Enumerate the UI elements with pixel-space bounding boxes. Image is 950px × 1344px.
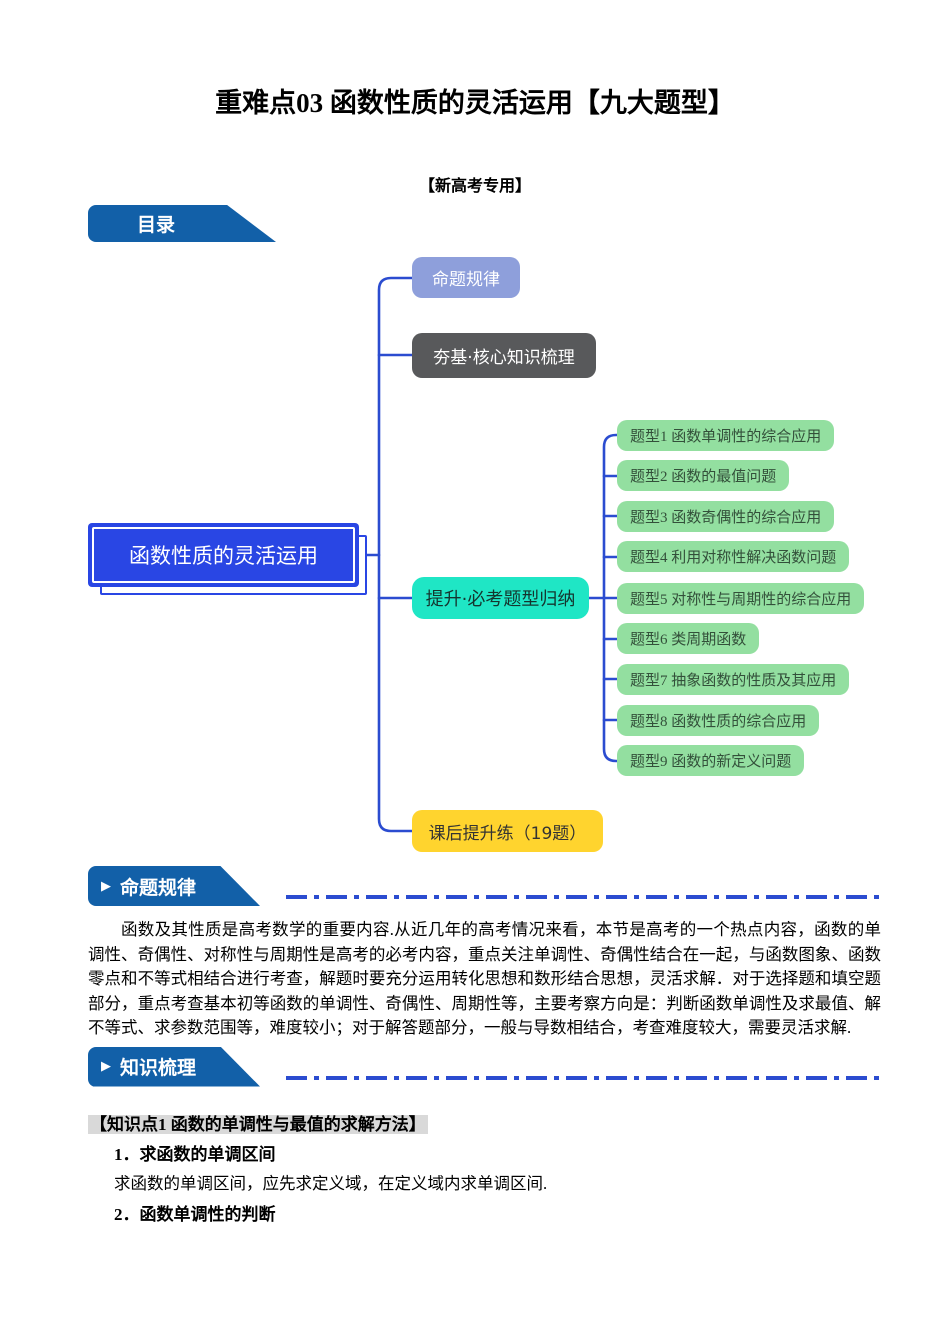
topic-node-2: 题型2 函数的最值问题 [617,460,790,491]
branch-node-hengji-knowledge: 夯基·核心知识梳理 [412,333,596,378]
topic-node-6: 题型6 类周期函数 [617,623,760,654]
branch-node-kehou-practice: 课后提升练（19题） [412,810,603,852]
section-label: 命题规律 [120,876,197,899]
topic-node-3: 题型3 函数奇偶性的综合应用 [617,501,835,532]
dash-dot-divider [286,895,881,899]
dash-dot-divider [286,1075,881,1080]
section-banner: ▶ 知识梳理 [88,1046,260,1087]
section-header-mingti-guilv: ▶ 命题规律 [88,866,881,906]
play-triangle-icon: ▶ [101,878,111,894]
topic-node-7: 题型7 抽象函数的性质及其应用 [617,664,850,695]
topic-node-9: 题型9 函数的新定义问题 [617,745,805,776]
topic-node-5: 题型5 对称性与周期性的综合应用 [617,583,865,614]
topic-node-1: 题型1 函数单调性的综合应用 [617,420,835,451]
knowledge-point-title: 【知识点1 函数的单调性与最值的求解方法】 [88,1113,881,1136]
section-label: 知识梳理 [120,1057,197,1079]
branch-node-mingti-guilv: 命题规律 [412,257,520,298]
section-banner: ▶ 命题规律 [88,866,260,906]
page-subtitle: 【新高考专用】 [418,178,531,195]
mindmap-diagram: 目录 函数性质的灵活运用 命题规律 夯基·核心知识梳理 提升·必考题型归纳 课后… [0,205,950,860]
branch-node-tisheng-topics: 提升·必考题型归纳 [412,577,589,619]
knowledge-point-title-text: 【知识点1 函数的单调性与最值的求解方法】 [88,1114,428,1134]
section-header-zhishi-shuli: ▶ 知识梳理 [88,1046,881,1087]
topic-node-4: 题型4 利用对称性解决函数问题 [617,541,850,572]
knowledge-item-1-body: 求函数的单调区间，应先求定义域，在定义域内求单调区间. [114,1173,548,1193]
knowledge-item-1-heading: 1．求函数的单调区间 [114,1144,276,1164]
play-triangle-icon: ▶ [101,1059,111,1074]
page-title: 重难点03 函数性质的灵活运用【九大题型】 [215,88,735,118]
mindmap-connectors [356,276,619,833]
knowledge-item-2-heading: 2．函数单调性的判断 [114,1204,276,1224]
intro-paragraph: 函数及其性质是高考数学的重要内容.从近几年的高考情况来看，本节是高考的一个热点内… [88,920,881,1037]
topic-node-8: 题型8 函数性质的综合应用 [617,705,820,736]
mindmap-center-node: 函数性质的灵活运用 [88,523,359,587]
toc-banner: 目录 [88,205,276,242]
